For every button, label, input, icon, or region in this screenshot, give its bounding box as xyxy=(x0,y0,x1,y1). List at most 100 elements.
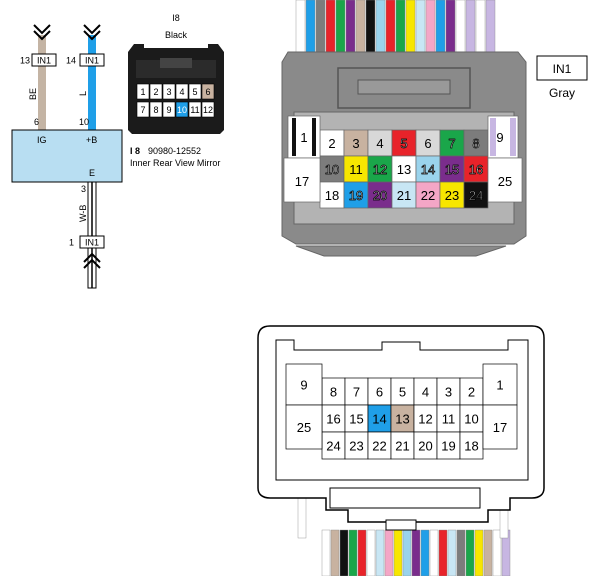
in1-bottom-pin-9 xyxy=(285,363,323,406)
i8-pin-9-label: 9 xyxy=(166,105,171,115)
in1-top-pin-17 xyxy=(283,157,321,203)
in1-top-pin-21 xyxy=(391,181,417,209)
in1-top-pin-25 xyxy=(487,157,523,203)
in1-bottom-pin-5-label: 5 xyxy=(399,385,406,400)
in1-bottom-pin-15-label: 15 xyxy=(349,412,363,427)
schematic: IN1 IN1 13 14 BE L 6 10 IG +B E 3 W-B IN… xyxy=(11,24,123,289)
wire xyxy=(375,0,386,53)
in1-top-pin-8-label: 8 xyxy=(472,136,479,151)
wire xyxy=(365,0,376,53)
in1-top-pin-16-label: 16 xyxy=(469,162,483,177)
in1-top-pin-12-label: 12 xyxy=(373,162,387,177)
wire xyxy=(425,0,436,53)
in1-bottom-pin-7-label: 7 xyxy=(353,385,360,400)
wire xyxy=(465,529,475,576)
in1-top-pin-13-label: 13 xyxy=(397,162,411,177)
wire-wb-code: W-B xyxy=(78,205,88,222)
i8-pin-3 xyxy=(162,83,176,100)
wire xyxy=(447,529,457,576)
in1-top-pin-22-label: 22 xyxy=(421,188,435,203)
in1-top-label: IN1 xyxy=(553,62,572,76)
wire xyxy=(357,529,367,576)
wire xyxy=(474,529,484,576)
wire xyxy=(429,529,439,576)
wire-bundle-bottom xyxy=(297,497,511,576)
in1-bottom-pin-12-label: 12 xyxy=(418,412,432,427)
pin-3-label: 3 xyxy=(81,184,86,194)
in1-top-pin-17-label: 17 xyxy=(295,174,309,189)
in1-top-pin-21-label: 21 xyxy=(397,188,411,203)
in1-top-color: Gray xyxy=(549,86,575,100)
in1-top-pin-10-label: 10 xyxy=(325,162,339,177)
i8-pin-11 xyxy=(188,101,202,118)
i8-pin-2 xyxy=(149,83,163,100)
wire xyxy=(465,0,476,53)
i8-pin-7-label: 7 xyxy=(140,105,145,115)
wire xyxy=(485,0,496,53)
wire xyxy=(321,529,331,576)
in1-bottom-pin-8-label: 8 xyxy=(330,385,337,400)
i8-part-number: 90980-12552 xyxy=(148,146,201,156)
in1-bottom-pin-1-label: 1 xyxy=(496,378,503,393)
i8-pin-4 xyxy=(175,83,189,100)
in1-top-pin-25-label: 25 xyxy=(498,174,512,189)
wire xyxy=(335,0,346,53)
i8-part-code: I 8 xyxy=(130,146,140,156)
i8-pin-10 xyxy=(175,101,189,118)
in1-tag-ig-label: IN1 xyxy=(37,56,51,66)
in1-top-pin-15 xyxy=(439,155,465,183)
in1-bottom-pin-25 xyxy=(285,404,323,450)
i8-pin-5 xyxy=(188,83,202,100)
in1-top-pin-14-label: 14 xyxy=(421,162,435,177)
in1-bottom-pin-14-label: 14 xyxy=(372,412,386,427)
in1-tag-e-label: IN1 xyxy=(85,238,99,248)
in1-top-pin-2 xyxy=(319,129,345,157)
wire xyxy=(315,0,326,53)
i8-pin-1-label: 1 xyxy=(140,87,145,97)
in1-top-pin-22 xyxy=(415,181,441,209)
i8-pin-11-label: 11 xyxy=(190,105,199,115)
in1-bottom-pin-24-label: 24 xyxy=(326,439,340,454)
in1-tag-ig xyxy=(31,53,57,67)
in1-bottom-pin-17-label: 17 xyxy=(493,420,507,435)
chevron-up-icon xyxy=(83,252,101,269)
in1-bottom-pin-23-label: 23 xyxy=(349,439,363,454)
module-b-label: +B xyxy=(86,135,97,145)
in1-bottom-pin-1 xyxy=(482,363,518,406)
wire xyxy=(375,529,385,576)
in1-top-pin-11-label: 11 xyxy=(349,162,363,177)
wire xyxy=(355,0,366,53)
i8-pin-6-label: 6 xyxy=(205,87,210,97)
in1-top-pin-15-label: 15 xyxy=(445,162,459,177)
wire xyxy=(455,0,466,53)
i8-color: Black xyxy=(165,30,188,40)
in1-bottom-pin-4-label: 4 xyxy=(422,385,429,400)
wire xyxy=(330,529,340,576)
in1-top-pin-18 xyxy=(319,181,345,209)
in1-top-pin-5 xyxy=(391,129,417,157)
in1-top-pin-23-label: 23 xyxy=(445,188,459,203)
wire xyxy=(339,529,349,576)
pin-10-label: 10 xyxy=(79,117,89,127)
i8-pin-6 xyxy=(201,83,215,100)
in1-bottom-pin-19-label: 19 xyxy=(441,439,455,454)
wire xyxy=(420,529,430,576)
in1-top-pin-24 xyxy=(463,181,489,209)
wire xyxy=(345,0,356,53)
chevron-down-icon xyxy=(33,24,51,41)
i8-description: Inner Rear View Mirror xyxy=(130,158,220,168)
wire xyxy=(395,0,406,53)
i8-pin-9 xyxy=(162,101,176,118)
wire xyxy=(445,0,456,53)
in1-tag-b-label: IN1 xyxy=(85,56,99,66)
wire xyxy=(405,0,416,53)
i8-pin-10-label: 10 xyxy=(177,105,187,115)
wire-ig xyxy=(38,35,46,130)
wire xyxy=(483,529,493,576)
in1-bottom-pin-3-label: 3 xyxy=(445,385,452,400)
